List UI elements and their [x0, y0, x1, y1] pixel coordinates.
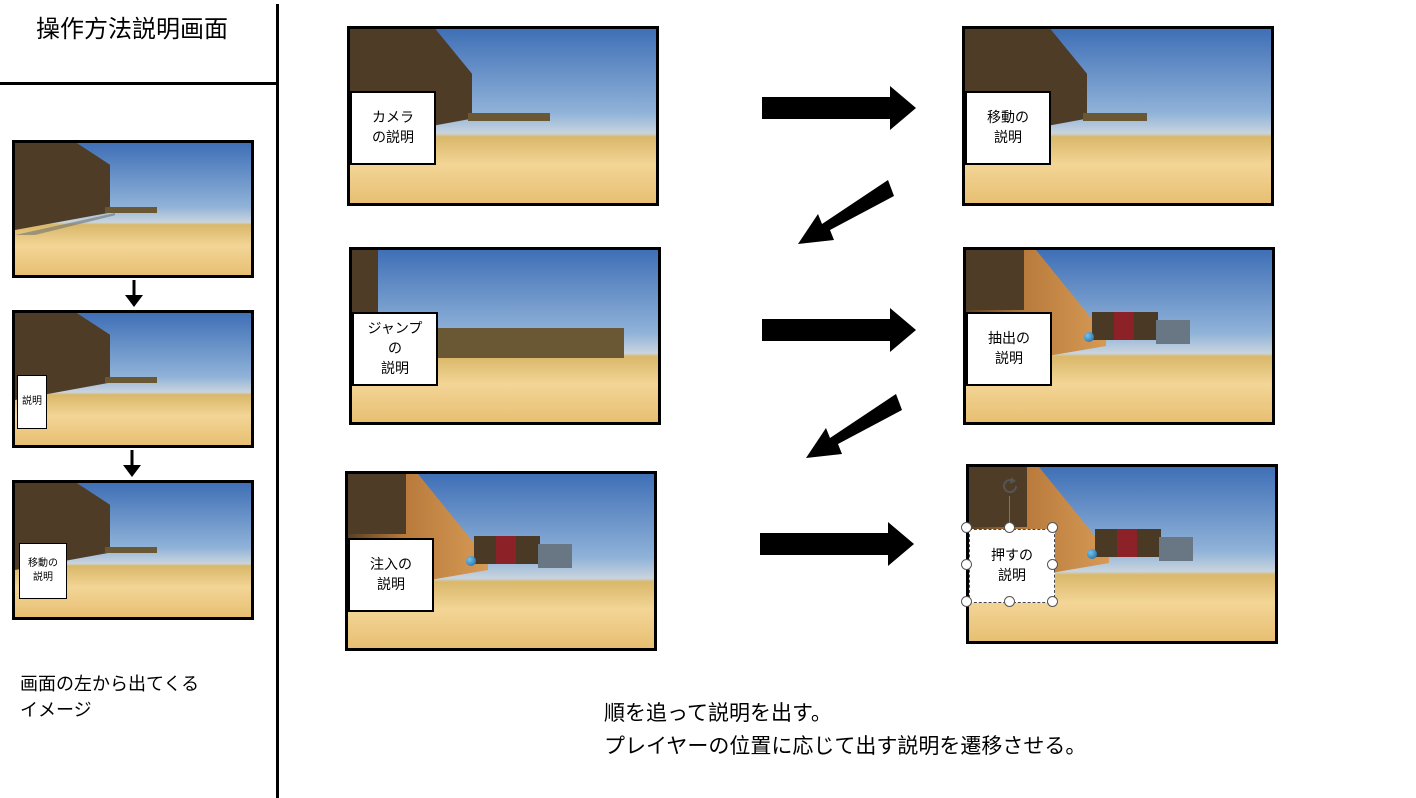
left-caption: 画面の左から出てくる イメージ	[20, 674, 200, 721]
left-frame-2: 説明	[12, 310, 254, 448]
handle-top-left[interactable]	[961, 522, 972, 533]
left-frame-3-note: 移動の 説明	[19, 543, 67, 599]
push-frame: 押すの 説明	[966, 464, 1278, 644]
jump-frame: ジャンプ の 説明	[349, 247, 661, 425]
camera-note: カメラ の説明	[350, 91, 436, 165]
left-frame-2-note: 説明	[17, 375, 47, 429]
handle-bottom-left[interactable]	[961, 596, 972, 607]
arrow-diag-2	[804, 392, 904, 462]
extract-note: 抽出の 説明	[966, 312, 1052, 386]
move-frame: 移動の 説明	[962, 26, 1274, 206]
left-frame-3: 移動の 説明	[12, 480, 254, 620]
handle-middle-right[interactable]	[1047, 559, 1058, 570]
title-underline	[0, 82, 277, 85]
handle-top-middle[interactable]	[1004, 522, 1015, 533]
jump-note: ジャンプ の 説明	[352, 312, 438, 386]
rotate-handle-line	[1009, 496, 1010, 523]
left-frame-1	[12, 140, 254, 278]
left-arrow-down-1	[122, 280, 146, 308]
inject-frame: 注入の 説明	[345, 471, 657, 651]
move-note: 移動の 説明	[965, 91, 1051, 165]
handle-bottom-right[interactable]	[1047, 596, 1058, 607]
arrow-right-3	[760, 522, 916, 566]
main-caption: 順を追って説明を出す。 プレイヤーの位置に応じて出す説明を遷移させる。	[604, 701, 1087, 758]
handle-bottom-middle[interactable]	[1004, 596, 1015, 607]
extract-frame: 抽出の 説明	[963, 247, 1275, 425]
page-title: 操作方法説明画面	[36, 15, 228, 43]
arrow-right-2	[762, 308, 918, 352]
inject-note: 注入の 説明	[348, 538, 434, 612]
push-note[interactable]: 押すの 説明	[969, 529, 1055, 603]
arrow-diag-1	[796, 178, 896, 248]
handle-middle-left[interactable]	[961, 559, 972, 570]
left-panel-divider	[276, 4, 279, 798]
rotate-handle-icon[interactable]	[998, 474, 1022, 502]
camera-frame: カメラ の説明	[347, 26, 659, 206]
arrow-right-1	[762, 86, 918, 130]
handle-top-right[interactable]	[1047, 522, 1058, 533]
left-arrow-down-2	[120, 450, 144, 478]
